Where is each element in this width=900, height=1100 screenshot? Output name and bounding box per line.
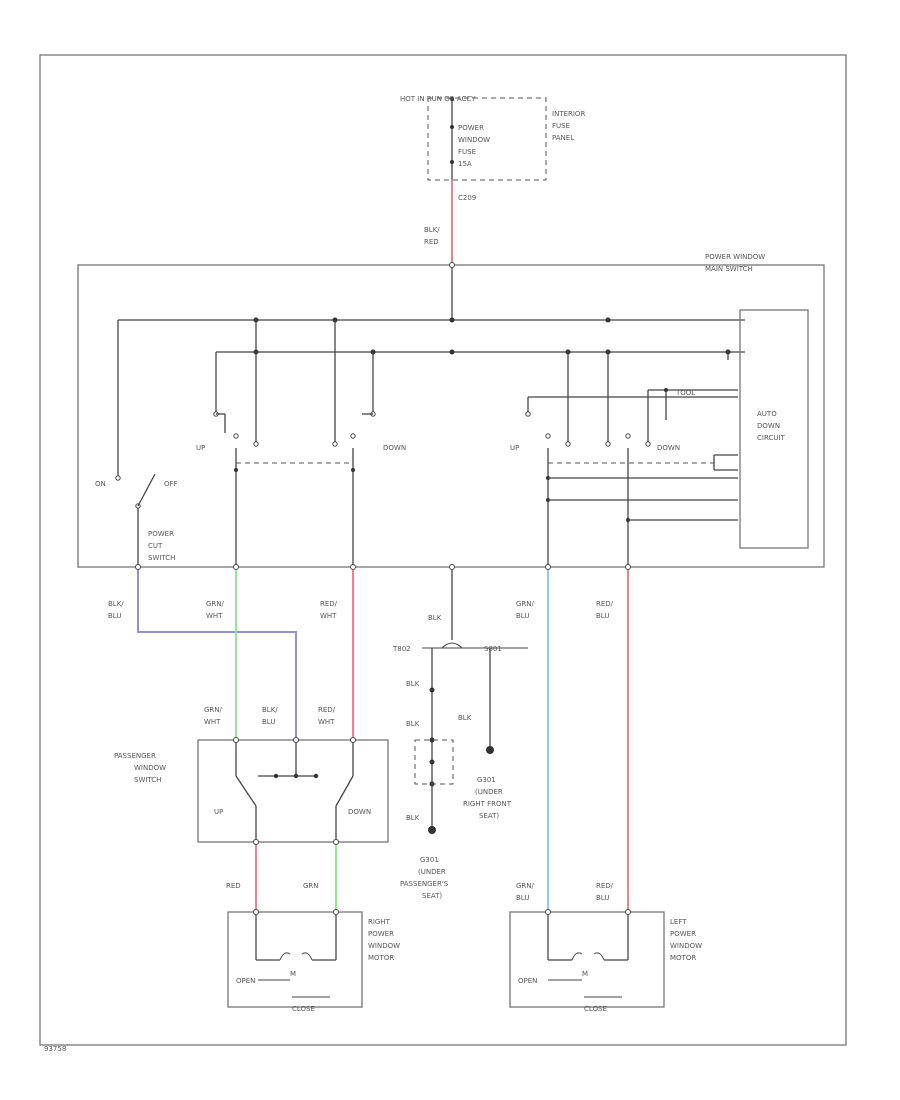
passenger-window-switch: PASSENGER WINDOW SWITCH GRN/ WHT BLK/ BL… [114,706,389,843]
right-motor-label-2: POWER [368,930,394,938]
auto-down-circuit [739,309,809,549]
left-motor-label-4: MOTOR [670,954,696,962]
wire-red-label: RED [226,882,241,890]
g301p-label-1: G301 [420,856,439,864]
lm-grn-blu-1: GRN/ [516,882,535,890]
left-motor-open: OPEN [518,977,537,985]
lm-red-blu-2: BLU [596,894,609,902]
main-switch-driver-section: UP DOWN TOOL [510,352,738,567]
down-right-label: DOWN [657,444,680,452]
left-motor-label-3: WINDOW [670,942,702,950]
wire-grn-wht-label-2: WHT [206,612,223,620]
passenger-switch-label-2: WINDOW [134,764,166,772]
wire-blk-blu-label-2: BLU [108,612,121,620]
panel-label-3: PANEL [552,134,574,142]
power-cut-switch: ON OFF POWER CUT SWITCH [95,320,178,567]
main-switch-passenger-section: UP DOWN [196,320,406,567]
auto-down-label-1: AUTO [757,410,777,418]
fuse-label-2: WINDOW [458,136,490,144]
fuse-hot-label: HOT IN RUN OR ACCY [400,95,476,103]
ps-blk-blu-1: BLK/ [262,706,278,714]
g301-label-2: (UNDER [475,788,503,796]
wire-blk-label: BLK [428,614,442,622]
left-motor-label-1: LEFT [670,918,687,926]
ps-grn-wht-2: WHT [204,718,221,726]
g301p-label-4: SEAT) [422,892,442,900]
left-motor-label-2: POWER [670,930,696,938]
left-window-motor: M OPEN CLOSE LEFT POWER WINDOW MOTOR [509,909,702,1013]
ps-red-wht-1: RED/ [318,706,336,714]
left-motor-close: CLOSE [584,1005,607,1013]
lm-red-blu-1: RED/ [596,882,614,890]
on-label: ON [95,480,106,488]
wire-blk-label-4: BLK [406,814,420,822]
splice-left-label: T802 [392,645,411,653]
ps-down-label: DOWN [348,808,371,816]
passenger-switch-label-1: PASSENGER [114,752,156,760]
g301-label-1: G301 [477,776,496,784]
right-window-motor: M OPEN CLOSE RIGHT POWER WINDOW MOTOR [227,909,400,1013]
lm-grn-blu-2: BLU [516,894,529,902]
g301p-label-3: PASSENGER'S [400,880,449,888]
right-motor-m: M [290,970,296,978]
up-left-label: UP [196,444,205,452]
g301-label-4: SEAT) [479,812,499,820]
ground-branch: BLK T802 S801 BLK BLK BLK BLK G301 (UNDE… [392,570,528,900]
wire-grn-blu-label-1: GRN/ [516,600,535,608]
right-motor-label-4: MOTOR [368,954,394,962]
right-motor-open: OPEN [236,977,255,985]
right-motor-label-3: WINDOW [368,942,400,950]
auto-down-label-2: DOWN [757,422,780,430]
connector-c209-label: C209 [458,194,476,202]
main-switch-label-2: MAIN SWITCH [705,265,753,273]
passenger-switch-label-3: SWITCH [134,776,161,784]
wire-blk-label-2: BLK [406,680,420,688]
tool-label: TOOL [675,389,695,397]
fuse-label-4: 15A [458,160,472,168]
ps-up-label: UP [214,808,223,816]
power-cut-label-3: SWITCH [148,554,175,562]
up-right-label: UP [510,444,519,452]
right-motor-label-1: RIGHT [368,918,391,926]
power-cut-label-1: POWER [148,530,174,538]
wire-blk-label-5: BLK [458,714,472,722]
wire-blk-red-label-1: BLK/ [424,226,440,234]
ps-blk-blu-2: BLU [262,718,275,726]
wire-grn-blu-label-2: BLU [516,612,529,620]
diagram-id: 93758 [44,1045,66,1053]
main-switch-box [77,264,825,568]
wire-grn-label: GRN [303,882,319,890]
down-left-label: DOWN [383,444,406,452]
wire-red-wht-label-2: WHT [320,612,337,620]
wire-blk-blu-label-1: BLK/ [108,600,124,608]
fuse-label-1: POWER [458,124,484,132]
wire-blk-blu [137,570,297,740]
wire-red-blu-label-1: RED/ [596,600,614,608]
right-motor-close: CLOSE [292,1005,315,1013]
wire-red-wht-label-1: RED/ [320,600,338,608]
wire-grn-wht-label-1: GRN/ [206,600,225,608]
panel-label-1: INTERIOR [552,110,585,118]
power-cut-label-2: CUT [148,542,163,550]
panel-label-2: FUSE [552,122,570,130]
left-motor-m: M [582,970,588,978]
g301p-label-2: (UNDER [418,868,446,876]
diagram-frame [39,54,847,1046]
wire-blk-red-label-2: RED [424,238,439,246]
wire-blk-label-3: BLK [406,720,420,728]
wire-red-blu-label-2: BLU [596,612,609,620]
auto-down-label-3: CIRCUIT [757,434,786,442]
main-switch-label-1: POWER WINDOW [705,253,765,261]
fuse-label-3: FUSE [458,148,476,156]
ps-grn-wht-1: GRN/ [204,706,223,714]
g301-label-3: RIGHT FRONT [463,800,512,808]
interior-fuse-panel: HOT IN RUN OR ACCY POWER WINDOW FUSE 15A… [400,95,585,181]
off-label: OFF [164,480,178,488]
splice-right-label: S801 [484,645,502,653]
ps-red-wht-2: WHT [318,718,335,726]
